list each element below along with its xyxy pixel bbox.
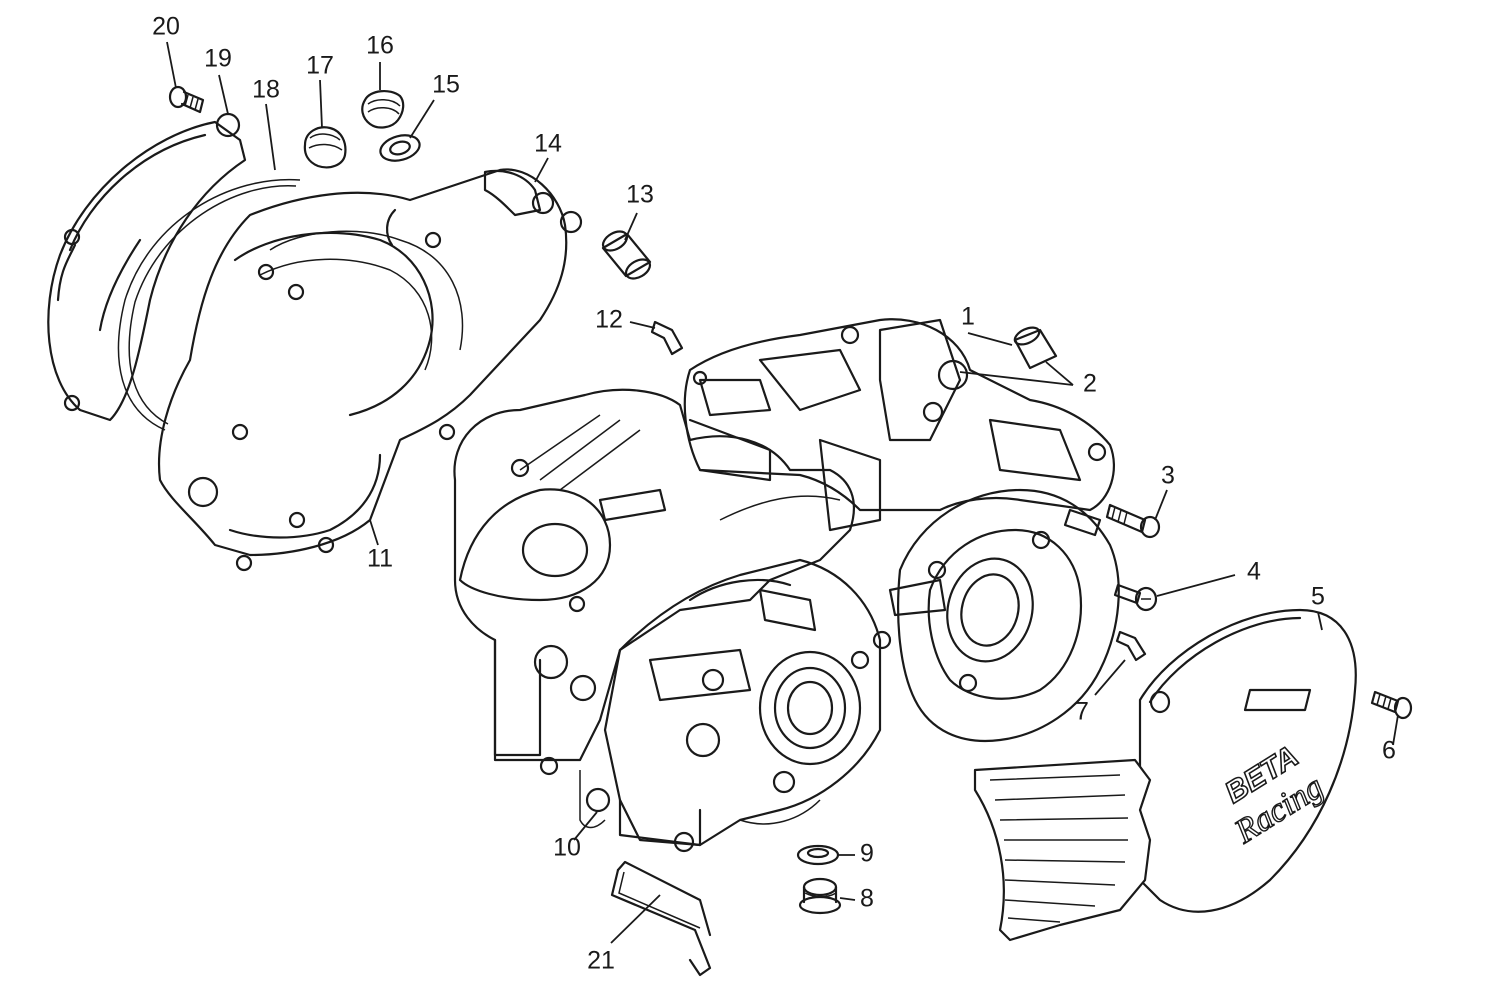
callout-6: 6 xyxy=(1382,737,1396,765)
leader-lines xyxy=(166,41,1399,944)
crankcase-left-half xyxy=(453,388,855,776)
callout-5: 5 xyxy=(1311,583,1325,611)
plug-16 xyxy=(361,90,405,129)
fitting-7 xyxy=(1115,630,1147,662)
callout-labels: 1 2 3 4 5 6 7 8 9 10 11 12 13 14 15 16 1… xyxy=(152,13,1396,975)
clutch-cover-inner xyxy=(157,168,583,572)
screw-20 xyxy=(168,85,205,114)
callout-16: 16 xyxy=(366,32,394,60)
bushing-13 xyxy=(601,230,652,280)
callout-8: 8 xyxy=(860,885,874,913)
washer-9 xyxy=(796,844,840,866)
callout-13: 13 xyxy=(626,181,654,209)
bushing-1 xyxy=(1013,326,1058,370)
wire-bracket-21 xyxy=(610,860,712,977)
gasket-10 xyxy=(579,770,611,829)
crankcase-center xyxy=(603,558,892,853)
callout-7: 7 xyxy=(1075,698,1089,726)
crankcase-right-half xyxy=(888,488,1120,742)
callout-17: 17 xyxy=(306,52,334,80)
washer-15 xyxy=(379,134,421,162)
plug-17 xyxy=(303,126,347,169)
bolt-3 xyxy=(1105,503,1161,539)
callout-10: 10 xyxy=(553,834,581,862)
screw-4 xyxy=(1113,583,1158,612)
clutch-cover-outer xyxy=(47,112,247,422)
callout-15: 15 xyxy=(432,71,460,99)
callout-9: 9 xyxy=(860,840,874,868)
ignition-cover: BETA Racing xyxy=(973,608,1357,942)
callout-18: 18 xyxy=(252,76,280,104)
callout-2: 2 xyxy=(1083,370,1097,398)
callout-4: 4 xyxy=(1247,558,1261,586)
fitting-12 xyxy=(650,320,684,356)
crankcase-upper xyxy=(683,318,1115,532)
screw-6 xyxy=(1370,690,1413,720)
callout-12: 12 xyxy=(595,306,623,334)
callout-3: 3 xyxy=(1161,462,1175,490)
callout-21: 21 xyxy=(587,947,615,975)
clutch-cover-gasket xyxy=(117,178,301,431)
callout-1: 1 xyxy=(961,303,975,331)
callout-14: 14 xyxy=(534,130,562,158)
callout-11: 11 xyxy=(367,545,393,573)
callout-19: 19 xyxy=(204,45,232,73)
callout-20: 20 xyxy=(152,13,180,41)
drain-plug-8 xyxy=(798,877,842,915)
